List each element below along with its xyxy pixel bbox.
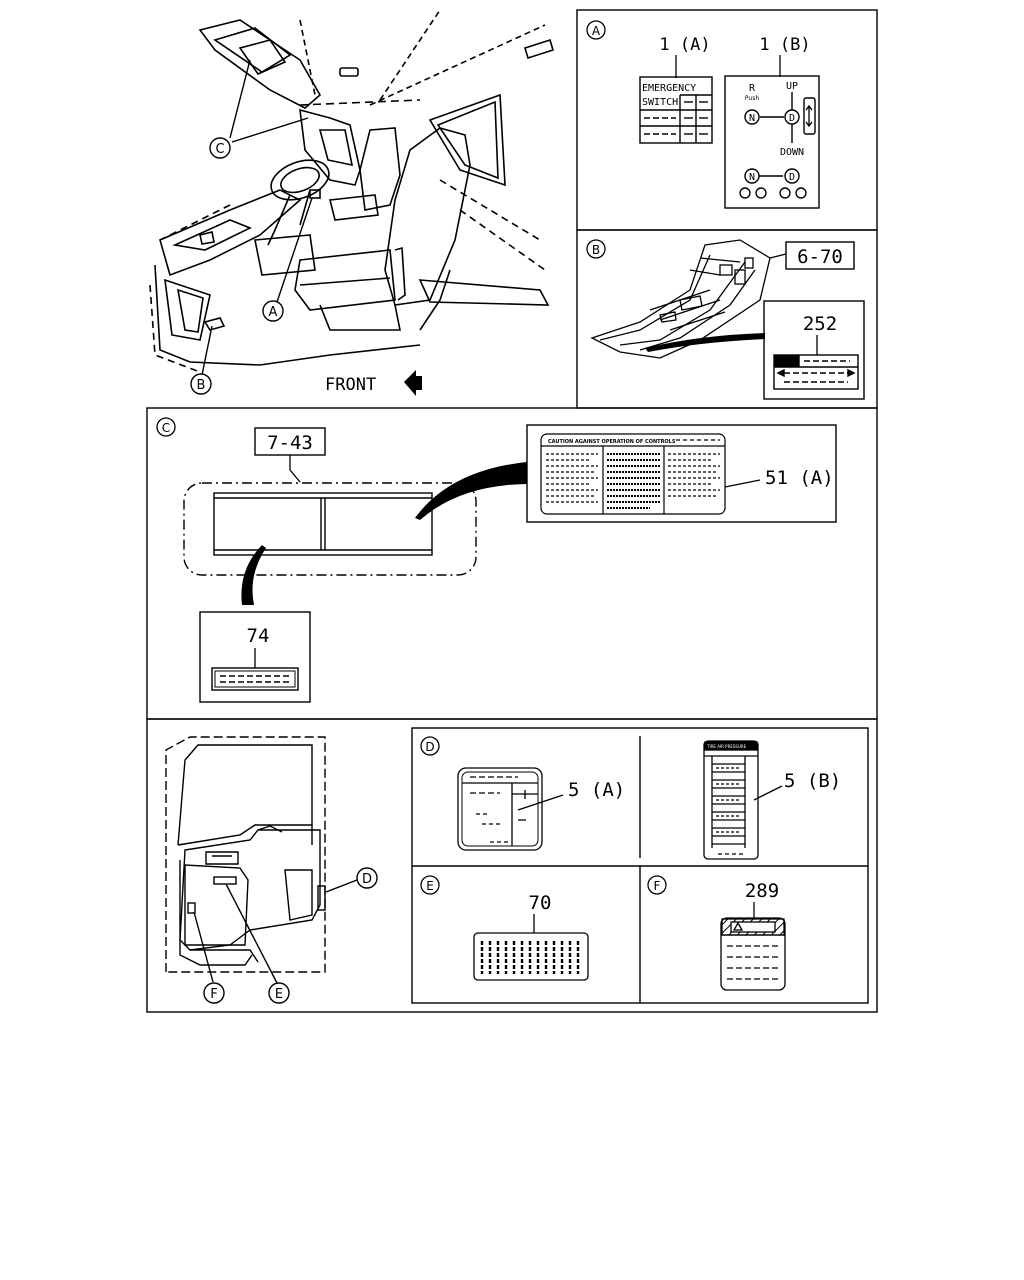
pto-push: Push [745,95,759,102]
emergency-text-1: EMERGENCY [642,83,696,94]
label-289: 289 [745,880,779,902]
panel-b-letter: B [592,243,600,257]
part-ref-6-70: 6-70 [797,246,843,268]
callout-a-overview: A [262,300,284,322]
label-51a-graphic [540,433,726,515]
callout-c-top: C [209,137,231,159]
emergency-text-2: SWITCH [642,97,678,108]
sun-visor-illustration [183,482,477,576]
panel-e-letter: E [426,879,434,893]
label-252-graphic [773,354,859,390]
callout-e-door: E [268,982,290,1004]
panel-d-letter: D [425,740,434,754]
label-74: 74 [247,625,270,647]
front-label: FRONT [325,375,376,395]
label-70-graphic [473,932,589,981]
label-5b-graphic [703,740,759,860]
callout-d-door-text: D [362,872,372,887]
label-74-graphic [211,667,299,691]
label-5b: 5 (B) [784,770,841,792]
pto-r: R [749,83,756,94]
label-1b: 1 (B) [759,35,810,55]
caution-title: CAUTION AGAINST OPERATION OF CONTROLS [548,439,676,445]
panel-f: F 289 [647,875,786,991]
callout-f-door: F [203,982,225,1004]
label-70: 70 [529,892,552,914]
label-51a: 51 (A) [765,467,834,489]
callout-b-overview: B [190,373,212,395]
emergency-switch-label [639,76,713,144]
panel-e: E 70 [420,875,589,981]
panel-c: C 7-43 74 [156,417,837,703]
diagram-frames [146,9,878,1013]
pto-switch-label [724,75,820,209]
panel-b: B 6-70 252 [586,239,865,400]
callout-c-top-text: C [215,142,224,157]
pto-n-1: N [749,113,755,124]
label-5a-graphic [457,767,543,851]
cab-interior-illustration [149,9,554,373]
pto-n-2: N [749,172,755,183]
callout-e-door-text: E [275,987,283,1002]
label-5a: 5 (A) [568,779,625,801]
door-callout-leaders [193,879,358,984]
panel-d: D 5 (A) TIRE AIR PRESSURE [420,736,841,860]
callout-f-door-text: F [210,987,217,1002]
pto-up: UP [786,81,798,92]
label-289-graphic [720,917,786,991]
label-252: 252 [803,313,837,335]
front-arrow-icon [404,370,422,396]
pto-d-2: D [789,172,795,183]
panel-a-letter: A [592,24,601,38]
panel-a: A 1 (A) EMERGENCY SWITCH 1 (B) [586,20,820,209]
tire-heading: TIRE AIR PRESSURE [706,744,747,749]
panel-f-letter: F [654,879,661,893]
part-ref-7-43: 7-43 [267,432,313,454]
floor-mat-illustration [590,239,771,359]
callout-a-overview-text: A [269,305,278,320]
pto-down: DOWN [780,147,804,158]
callout-b-overview-text: B [197,378,206,393]
label-1a: 1 (A) [659,35,710,55]
panel-c-letter: C [162,421,170,435]
callout-leaders [201,59,313,376]
pto-d-1: D [789,113,795,124]
callout-d-door: D [356,867,378,889]
door-illustration [165,736,326,973]
